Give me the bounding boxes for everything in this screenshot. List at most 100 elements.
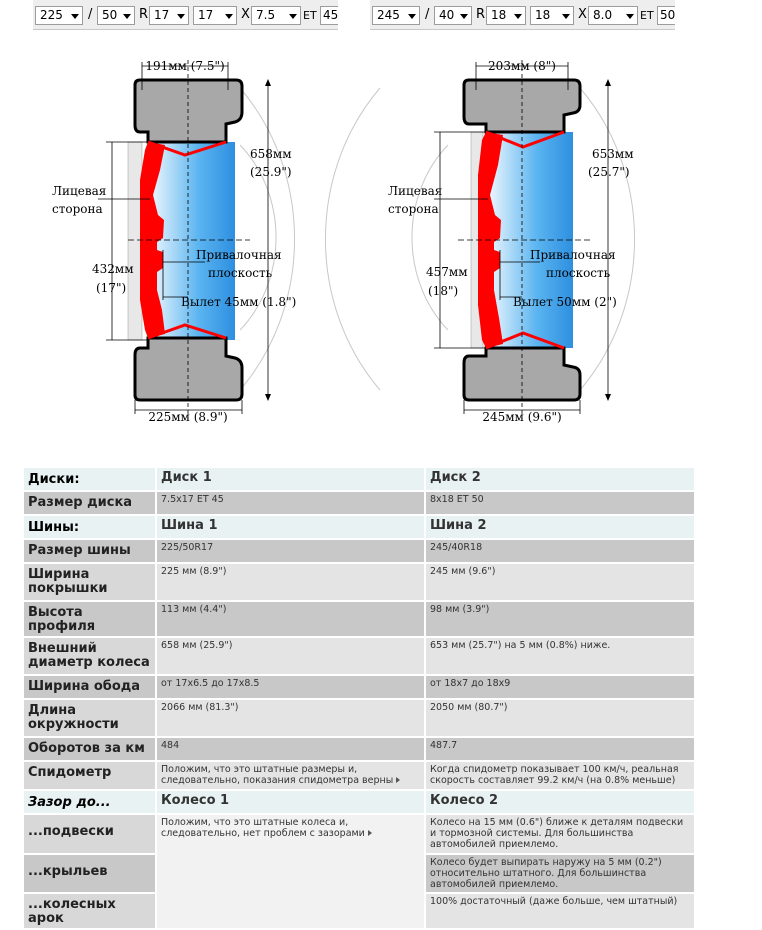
disk2-value: 8x18 ET 50 bbox=[426, 492, 694, 514]
rim-flange-bottom bbox=[485, 331, 565, 350]
rim-arc bbox=[411, 144, 449, 331]
mount-plane-label-1: Привалочная bbox=[196, 248, 282, 262]
arrow-right-icon bbox=[367, 830, 372, 836]
disk-width-select[interactable]: 7.5 bbox=[251, 6, 301, 25]
face-label-2: сторона bbox=[52, 202, 103, 216]
rim-outer-area bbox=[127, 141, 143, 341]
disk1-value: 7.5x17 ET 45 bbox=[157, 492, 424, 514]
disk2-header: Диск 2 bbox=[426, 468, 694, 490]
slash-separator: / bbox=[88, 7, 93, 22]
tire1-value: 225 мм (8.9") bbox=[157, 564, 424, 600]
tire-profile-select[interactable]: 50 bbox=[97, 6, 135, 25]
rim-flange-top bbox=[485, 130, 565, 149]
table-row: Зазор до... Колесо 1 Колесо 2 bbox=[24, 791, 694, 813]
chevron-down-icon bbox=[177, 14, 185, 19]
rim-profile bbox=[140, 142, 165, 338]
row-label: Ширина покрышки bbox=[24, 564, 155, 600]
arch-clearance: 100% достаточный (даже больше, чем штатн… bbox=[426, 894, 694, 928]
rim-diameter-label: 432мм bbox=[92, 262, 134, 276]
chevron-down-icon bbox=[562, 14, 570, 19]
slash-separator: / bbox=[425, 7, 430, 22]
clearance-note-1: Положим, что это штатные колеса и, следо… bbox=[157, 815, 424, 928]
row-label: ...подвески bbox=[24, 815, 155, 853]
r-label: R bbox=[139, 7, 149, 22]
arrow-right-icon bbox=[396, 777, 401, 783]
row-label: ...крыльев bbox=[24, 855, 155, 892]
table-row: Оборотов за км 484 487.7 bbox=[24, 738, 694, 760]
top-width-label: 203мм (8") bbox=[488, 59, 556, 73]
table-row: Шины: Шина 1 Шина 2 bbox=[24, 516, 694, 538]
chevron-down-icon bbox=[626, 14, 634, 19]
row-label: Высота профиля bbox=[24, 602, 155, 636]
rim-diameter-label: 457мм bbox=[426, 265, 468, 279]
top-width-label: 191мм (7.5") bbox=[145, 59, 224, 73]
offset-label: Вылет 50мм (2") bbox=[513, 295, 617, 309]
tire2-value: 2050 мм (80.7") bbox=[426, 700, 694, 736]
tire-arc bbox=[239, 87, 295, 391]
disk-width-select[interactable]: 8.0 bbox=[588, 6, 638, 25]
table-row: Внешний диаметр колеса 658 мм (25.9") 65… bbox=[24, 638, 694, 674]
mount-plane-label-1: Привалочная bbox=[530, 248, 616, 262]
rim-arc bbox=[239, 144, 277, 331]
tire2-value: 245/40R18 bbox=[426, 540, 694, 562]
row-label: Шины: bbox=[24, 516, 155, 538]
x-label: X bbox=[578, 7, 587, 22]
table-row: Ширина обода от 17x6.5 до 17x8.5 от 18x7… bbox=[24, 676, 694, 698]
tire1-value: 225/50R17 bbox=[157, 540, 424, 562]
tire2-header: Шина 2 bbox=[426, 516, 694, 538]
wheel2-diagram: 203мм (8") 653мм (25.7") 457мм (18") Лиц… bbox=[325, 59, 635, 424]
et-label: ET bbox=[640, 9, 654, 22]
offset-label: Вылет 45мм (1.8") bbox=[181, 295, 296, 309]
chevron-down-icon bbox=[514, 14, 522, 19]
rim-diameter-inch-label: (17") bbox=[96, 281, 126, 295]
wheel1-header: Колесо 1 bbox=[157, 791, 424, 813]
bottom-width-label: 225мм (8.9") bbox=[148, 410, 227, 424]
wheel2-header: Колесо 2 bbox=[426, 791, 694, 813]
tire-rim-select[interactable]: 17 bbox=[149, 6, 189, 25]
row-label: Ширина обода bbox=[24, 676, 155, 698]
disk-et-select[interactable]: 50 bbox=[657, 6, 675, 25]
chevron-down-icon bbox=[225, 14, 233, 19]
wheel2-selector-bar: 245 / 40 R 18 18 X 8.0 ET 50 bbox=[370, 0, 675, 30]
tire1-value: 2066 мм (81.3") bbox=[157, 700, 424, 736]
tire-bottom bbox=[133, 336, 244, 402]
table-row: Спидометр Положим, что это штатные разме… bbox=[24, 762, 694, 789]
tire-arc bbox=[579, 87, 635, 391]
table-row: ...подвески Положим, что это штатные кол… bbox=[24, 815, 694, 928]
chevron-down-icon bbox=[289, 14, 297, 19]
wheel1-diagram: 191мм (7.5") 658мм (25.9") 432мм (17") Л… bbox=[52, 59, 296, 424]
outer-diameter-label: 653мм bbox=[592, 147, 634, 161]
tire1-value: от 17x6.5 до 17x8.5 bbox=[157, 676, 424, 698]
disk-diameter-select[interactable]: 18 bbox=[530, 6, 574, 25]
tire-width-select[interactable]: 245 bbox=[372, 6, 420, 25]
arrow-down-icon bbox=[605, 394, 611, 401]
suspension-clearance: Колесо на 15 мм (0.6") ближе к деталям п… bbox=[426, 815, 694, 853]
disk-diameter-select[interactable]: 17 bbox=[193, 6, 237, 25]
tire-rim-select[interactable]: 18 bbox=[486, 6, 526, 25]
tire2-value: 487.7 bbox=[426, 738, 694, 760]
row-label: Диски: bbox=[24, 468, 155, 490]
tire-profile-select[interactable]: 40 bbox=[434, 6, 472, 25]
tire-arc bbox=[325, 87, 381, 391]
table-row: Размер шины 225/50R17 245/40R18 bbox=[24, 540, 694, 562]
row-label: ...колесных арок bbox=[24, 894, 155, 928]
speedometer-note-2: Когда спидометр показывает 100 км/ч, реа… bbox=[426, 762, 694, 789]
tire-width-select[interactable]: 225 bbox=[35, 6, 83, 25]
tire1-header: Шина 1 bbox=[157, 516, 424, 538]
disk-et-select[interactable]: 45 bbox=[320, 6, 338, 25]
outer-diameter-inch-label: (25.9") bbox=[250, 165, 292, 179]
chevron-down-icon bbox=[71, 14, 79, 19]
fender-clearance: Колесо будет выпирать наружу на 5 мм (0.… bbox=[426, 855, 694, 892]
row-label: Внешний диаметр колеса bbox=[24, 638, 155, 674]
face-label-2: сторона bbox=[388, 202, 439, 216]
tire2-value: 98 мм (3.9") bbox=[426, 602, 694, 636]
arrow-up-icon bbox=[605, 79, 611, 86]
tire-bottom bbox=[462, 346, 582, 402]
tire1-value: 113 мм (4.4") bbox=[157, 602, 424, 636]
row-label: Спидометр bbox=[24, 762, 155, 789]
row-label: Размер диска bbox=[24, 492, 155, 514]
mount-plane-label-2: плоскость bbox=[208, 266, 273, 280]
wheel1-selector-bar: 225 / 50 R 17 17 X 7.5 ET 45 bbox=[33, 0, 338, 30]
tire2-value: 653 мм (25.7") на 5 мм (0.8%) ниже. bbox=[426, 638, 694, 674]
chevron-down-icon bbox=[123, 14, 131, 19]
